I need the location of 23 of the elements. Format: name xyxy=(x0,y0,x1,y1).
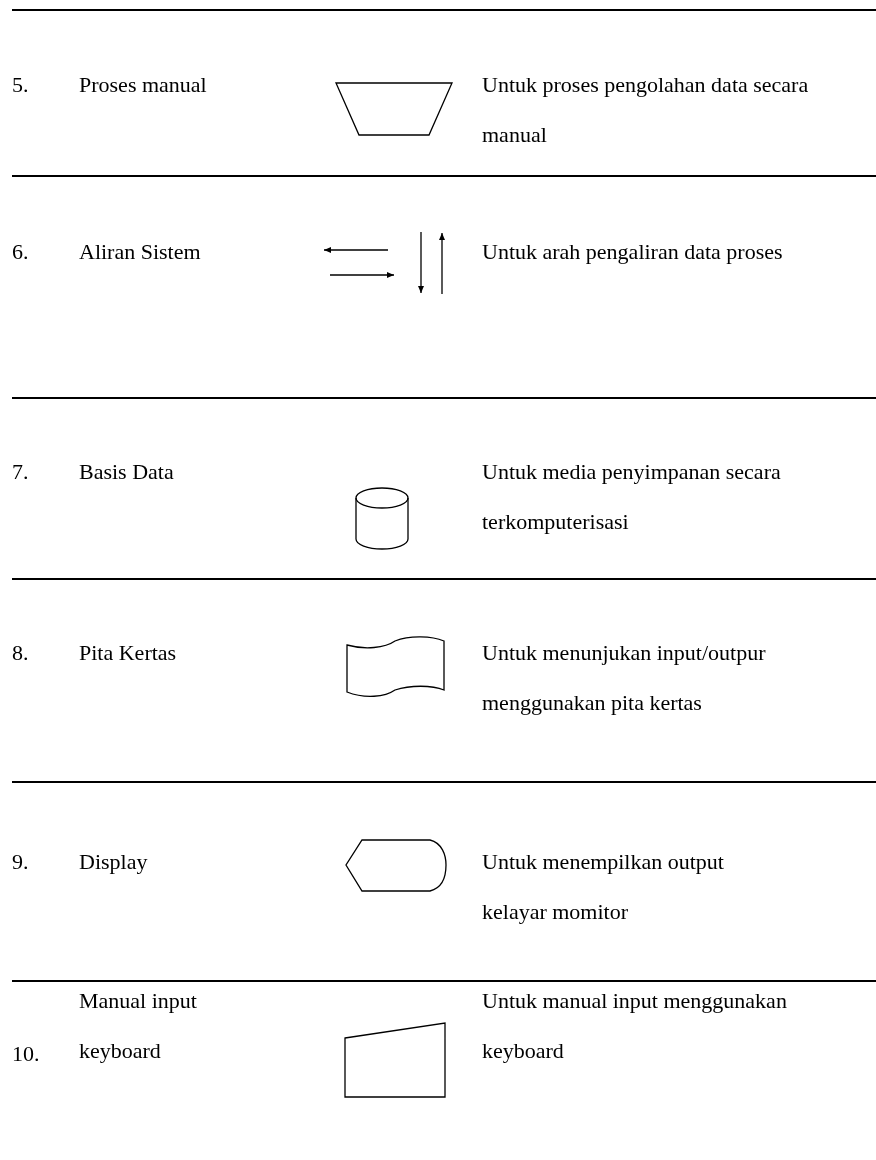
row-number: 9. xyxy=(12,848,29,876)
row-number: 7. xyxy=(12,458,29,486)
symbol-name: Basis Data xyxy=(79,458,175,486)
display-symbol xyxy=(345,839,447,892)
symbol-description: Untuk menunjukan input/outpur menggunakan pita kertas xyxy=(482,639,767,717)
symbol-name: Aliran Sistem xyxy=(79,238,202,266)
symbol-description: Untuk proses pengolahan data secara manual xyxy=(482,71,810,149)
symbol-name: Display xyxy=(79,848,149,876)
symbol-description: Untuk media penyimpanan secara terkomputerisasi xyxy=(482,458,782,536)
row-number: 10. xyxy=(12,1040,40,1068)
symbol-description: Untuk manual input menggunakan keyboard xyxy=(482,987,788,1065)
symbol-description: Untuk menempilkan output kelayar momitor xyxy=(482,848,725,926)
symbol-name: Manual input keyboard xyxy=(79,987,198,1065)
symbol-name: Pita Kertas xyxy=(79,639,178,667)
paper-tape-symbol xyxy=(346,636,445,697)
row-number: 6. xyxy=(12,238,29,266)
database-symbol xyxy=(355,487,409,550)
manual-input-symbol xyxy=(344,1022,446,1098)
symbol-description: Untuk arah pengaliran data proses xyxy=(482,238,784,266)
row-number: 5. xyxy=(12,71,29,99)
symbol-name: Proses manual xyxy=(79,71,208,99)
manual-operation-symbol xyxy=(335,82,453,136)
row-number: 8. xyxy=(12,639,29,667)
